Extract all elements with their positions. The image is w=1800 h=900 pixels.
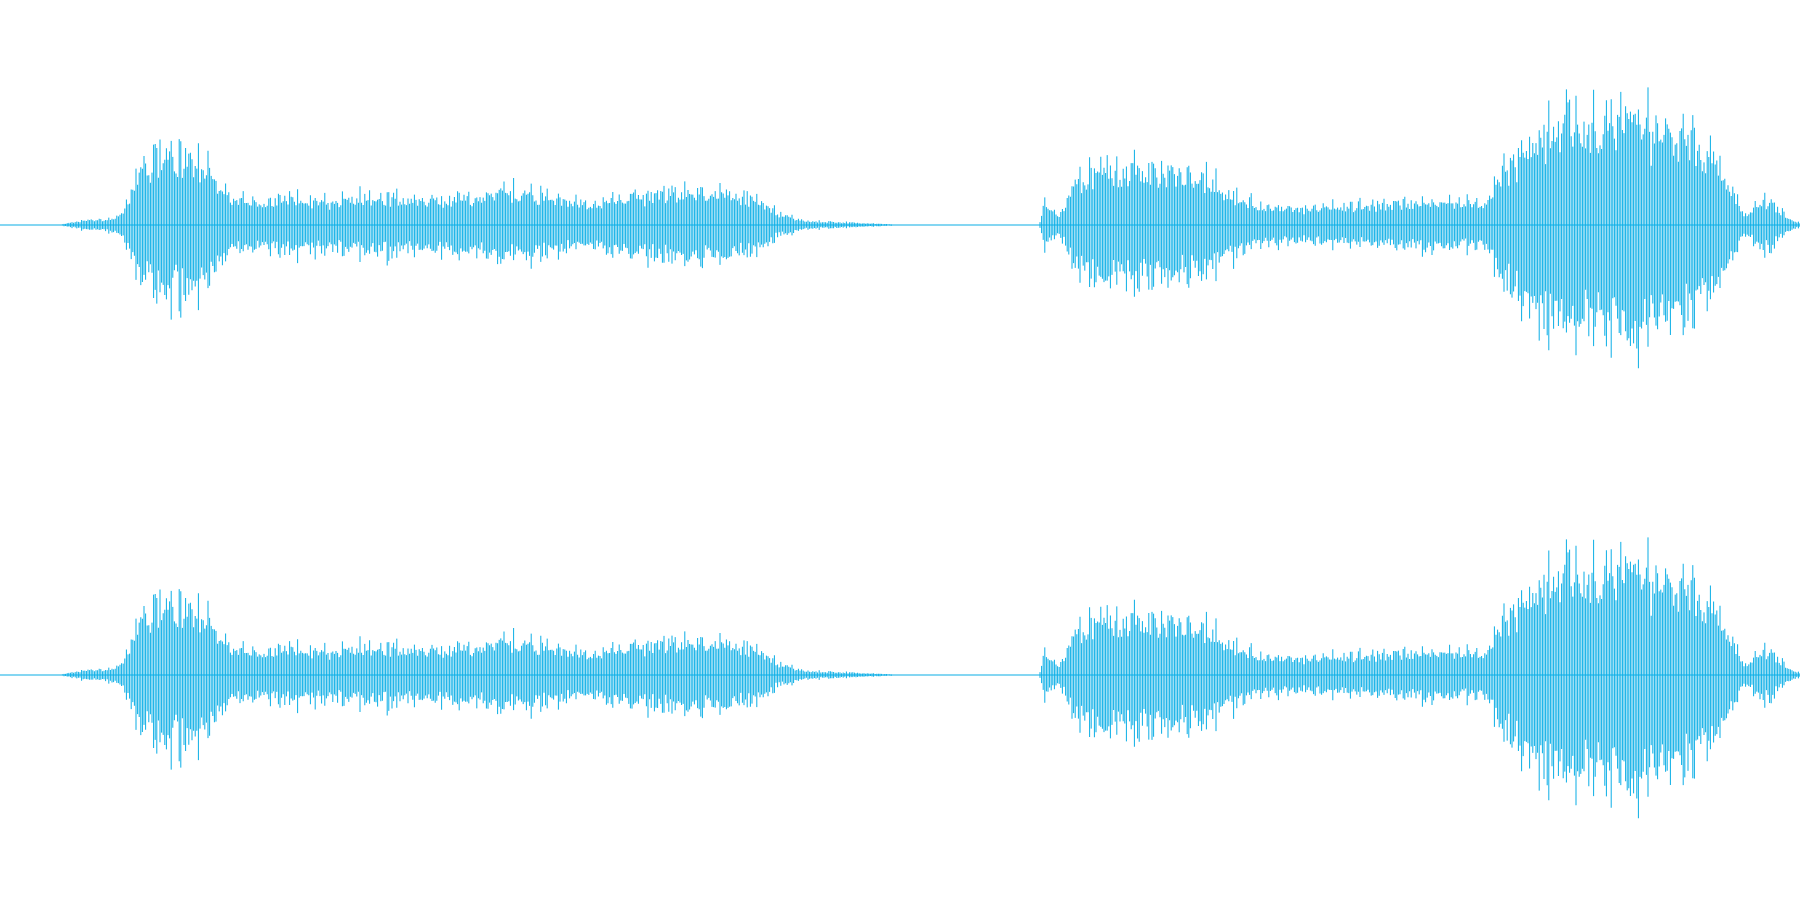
waveform-samples: [61, 537, 1800, 819]
waveform-channel-left: [0, 87, 1800, 369]
waveform-channel-right: [0, 537, 1800, 819]
waveform-samples: [61, 87, 1800, 369]
